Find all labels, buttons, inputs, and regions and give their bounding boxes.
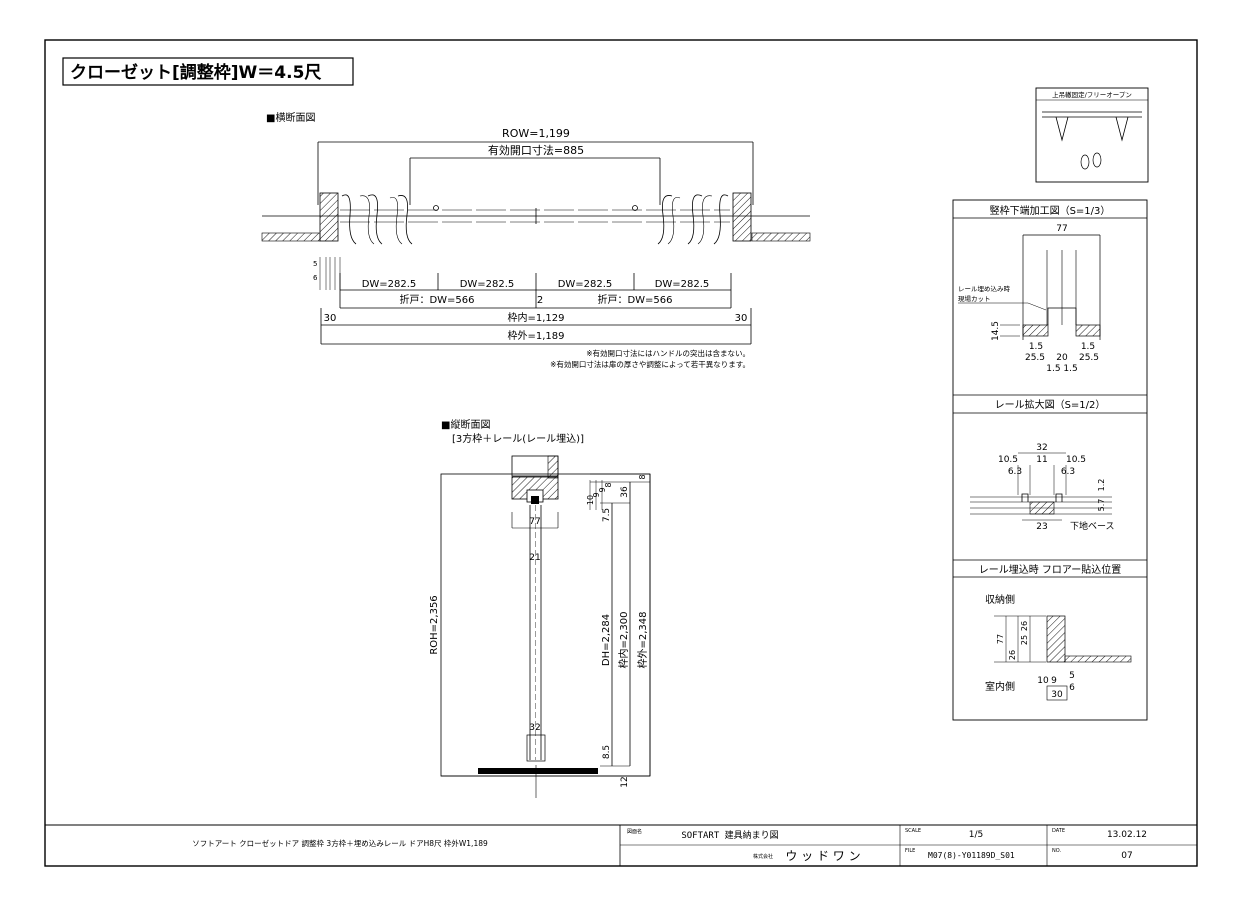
fl-5: 5 (1069, 671, 1075, 681)
rd-63a: 6.3 (1008, 467, 1022, 477)
company-label: 株式会社 (753, 853, 773, 860)
no-label: NO. (1052, 848, 1061, 854)
date-value: 13.02.12 (1107, 830, 1147, 840)
date-label: DATE (1052, 828, 1065, 834)
hanger-legend-box: 上吊轍固定/フリーオープン (1035, 87, 1149, 183)
detail-column (952, 199, 1148, 721)
sec-85: 8.5 (602, 745, 612, 759)
fd-145: 14.5 (991, 321, 1001, 341)
company-name: ウ ッ ド ワ ン (785, 849, 860, 863)
drawing-title: クローゼット[調整枠]W＝4.5尺 (70, 62, 321, 83)
roh-dimension: ROH=2,356 (429, 595, 440, 654)
outer-height: 枠外=2,348 (636, 611, 649, 668)
sec-10: 10 (586, 495, 595, 505)
rd-63b: 6.3 (1061, 467, 1075, 477)
plan-note-2: ※有効開口寸法は扉の厚さや調整によって若干異なります。 (550, 359, 750, 369)
rd-105a: 10.5 (998, 455, 1018, 465)
plan-small-5: 5 (313, 260, 317, 268)
section-view: ■縦断面図 [3方枠＋レール(レール埋込)] ROH=2,356 77 21 3… (429, 418, 651, 798)
opening-dimension: 有効開口寸法=885 (488, 143, 584, 157)
floor-detail-title: レール埋込時 フロアー貼込位置 (979, 563, 1122, 576)
drawing-label: 図面名 (627, 828, 642, 835)
sec-9b: 9 (598, 487, 607, 492)
fd-20: 20 (1056, 353, 1068, 363)
dw-3: DW=282.5 (558, 279, 613, 290)
floor-detail: レール埋込時 フロアー貼込位置 収納側 室内側 77 26 25 26 10 9… (953, 559, 1147, 701)
fl-10: 10 (1037, 676, 1049, 686)
sec-77: 77 (529, 517, 540, 527)
rd-32: 32 (1036, 443, 1047, 453)
file-label: FILE (905, 848, 915, 854)
rd-105b: 10.5 (1066, 455, 1086, 465)
fl-25: 25 (1020, 635, 1029, 645)
right-frame (732, 192, 752, 242)
frame-detail-title: 竪枠下端加工図（S=1/3） (990, 204, 1111, 217)
title-block: ソフトアート クローゼットドア 調整枠 3方枠＋埋め込みレール ドアH8尺 枠外… (45, 824, 1197, 866)
fd-15a: 1.5 (1029, 342, 1043, 352)
sec-8b: 8 (604, 482, 613, 487)
sheet-border (44, 39, 1198, 867)
dw-2: DW=282.5 (460, 279, 515, 290)
dw-4: DW=282.5 (655, 279, 710, 290)
frame-lower-detail: 竪枠下端加工図（S=1/3） 77 レール埋め込み時 現場カット 14.5 1.… (953, 204, 1147, 374)
room-side: 室内側 (985, 680, 1015, 693)
drawing-name: SOFTART 建具納まり図 (681, 829, 778, 841)
fd-77: 77 (1056, 224, 1067, 234)
fl-26b: 26 (1008, 650, 1017, 660)
outer-width: 枠外=1,189 (507, 329, 564, 342)
center-gap: 2 (537, 295, 543, 306)
rd-12: 1.2 (1097, 479, 1106, 492)
side-left: 30 (324, 313, 337, 324)
scale-label: SCALE (905, 828, 921, 834)
rail-detail-title: レール拡大図（S=1/2） (995, 398, 1106, 411)
rd-base: 下地ベース (1070, 520, 1115, 532)
title-description: ソフトアート クローゼットドア 調整枠 3方枠＋埋め込みレール ドアH8尺 枠外… (192, 838, 488, 848)
fd-255a: 25.5 (1025, 353, 1045, 363)
plan-small-6: 6 (313, 274, 318, 282)
inner-width: 枠内=1,129 (507, 311, 564, 324)
dw-1: DW=282.5 (362, 279, 417, 290)
sec-36: 36 (620, 486, 630, 498)
dh-dimension: DH=2,284 (601, 614, 612, 666)
file-value: M07(8)-Y01189D_S01 (928, 851, 1015, 860)
sec-21: 21 (529, 553, 540, 563)
cut-label-1: レール埋め込み時 (958, 284, 1011, 293)
fold-left: 折戸：DW=566 (399, 293, 474, 306)
storage-side: 収納側 (985, 593, 1015, 606)
hanger-legend-title: 上吊轍固定/フリーオープン (1052, 90, 1132, 99)
fd-1515: 1.5 1.5 (1046, 364, 1078, 374)
sec-8: 8 (638, 474, 647, 479)
title-box (62, 57, 354, 86)
plan-view: ■横断面図 ROW=1,199 有効開口寸法=885 (261, 111, 811, 369)
sec-75: 7.5 (602, 508, 612, 522)
fl-6: 6 (1069, 683, 1075, 693)
sec-9a: 9 (592, 492, 601, 497)
sec-32: 32 (529, 723, 540, 733)
fold-right: 折戸：DW=566 (597, 293, 672, 306)
fl-9: 9 (1051, 676, 1057, 686)
fd-15b: 1.5 (1081, 342, 1095, 352)
sec-12: 12 (620, 776, 630, 787)
fl-26a: 26 (1020, 621, 1029, 631)
fl-30: 30 (1051, 690, 1063, 700)
section-subheading: [3方枠＋レール(レール埋込)] (452, 432, 584, 445)
plan-heading: ■横断面図 (266, 111, 315, 124)
side-right: 30 (735, 313, 748, 324)
inner-height: 枠内=2,300 (617, 611, 630, 668)
no-value: 07 (1121, 851, 1132, 861)
scale-value: 1/5 (969, 830, 983, 840)
fd-255b: 25.5 (1079, 353, 1099, 363)
left-frame (319, 192, 339, 242)
row-dimension: ROW=1,199 (502, 127, 570, 140)
rd-11: 11 (1036, 455, 1047, 465)
rail-detail: レール拡大図（S=1/2） 32 10.5 11 10.5 6.3 6.3 5.… (953, 394, 1147, 532)
cut-label-2: 現場カット (958, 294, 991, 303)
rd-23: 23 (1036, 522, 1047, 532)
section-heading: ■縦断面図 (441, 418, 490, 431)
fl-77: 77 (996, 634, 1005, 644)
plan-note-1: ※有効開口寸法にはハンドルの突出は含まない。 (586, 348, 750, 358)
rd-57: 5.7 (1097, 499, 1106, 512)
